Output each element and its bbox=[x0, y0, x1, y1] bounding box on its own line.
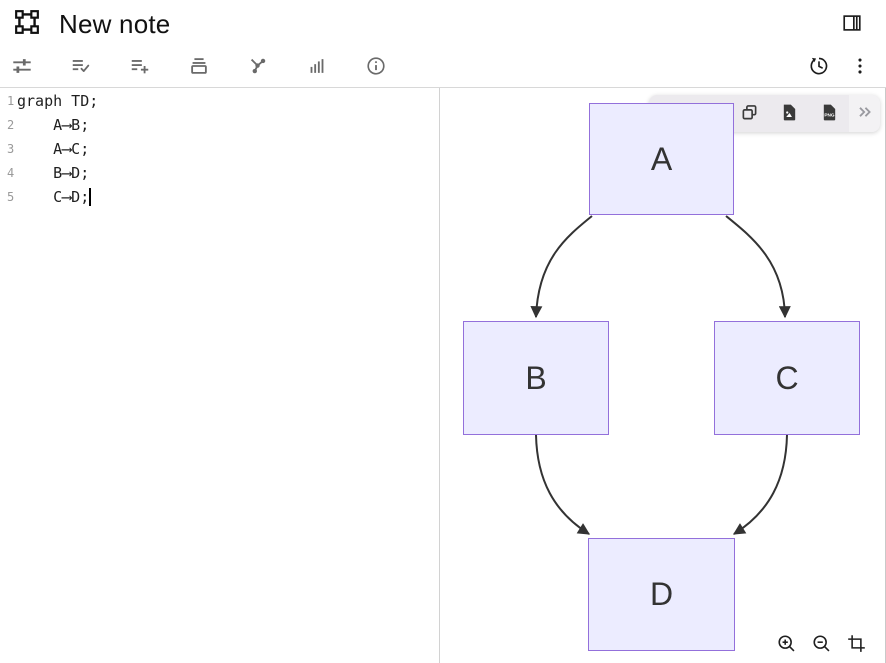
zoom-in-button[interactable] bbox=[774, 632, 799, 657]
edge-C-D bbox=[732, 434, 788, 535]
page-title: New note bbox=[59, 8, 171, 39]
bounding-box-icon bbox=[14, 9, 40, 40]
code-editor[interactable]: 1 graph TD; 2 A⟶B; 3 A⟶C; 4 B⟶D; 5 C⟶D; bbox=[0, 88, 440, 663]
image-file-icon bbox=[779, 102, 800, 126]
export-png-button[interactable]: PNG bbox=[809, 95, 849, 132]
line-code: A⟶C; bbox=[17, 140, 90, 158]
line-number: 2 bbox=[7, 118, 15, 132]
diagram-node-B[interactable]: B bbox=[463, 321, 609, 435]
editor-line[interactable]: 5 C⟶D; bbox=[0, 185, 439, 209]
history-icon bbox=[808, 55, 830, 80]
list-check-icon bbox=[70, 55, 92, 80]
text-cursor bbox=[89, 188, 91, 206]
edge-B-D bbox=[535, 434, 591, 535]
bar-chart-button[interactable] bbox=[297, 50, 337, 86]
line-number: 5 bbox=[7, 190, 15, 204]
diagram-preview[interactable]: PNG bbox=[440, 88, 886, 663]
diagram-node-A[interactable]: A bbox=[589, 103, 734, 215]
archive-icon bbox=[188, 55, 210, 80]
tune-icon bbox=[11, 55, 33, 80]
node-label: B bbox=[525, 359, 547, 396]
zoom-in-icon bbox=[776, 633, 797, 657]
app-logo[interactable] bbox=[13, 9, 41, 40]
more-menu-button[interactable] bbox=[840, 50, 880, 86]
line-code: B⟶D; bbox=[17, 164, 90, 182]
svg-text:PNG: PNG bbox=[824, 112, 835, 118]
list-add-icon bbox=[129, 55, 151, 80]
node-label: D bbox=[649, 576, 674, 612]
export-image-button[interactable] bbox=[769, 95, 809, 132]
editor-line[interactable]: 3 A⟶C; bbox=[0, 137, 439, 161]
crop-button[interactable] bbox=[844, 632, 869, 657]
diagram-node-C[interactable]: C bbox=[714, 321, 860, 435]
line-code: A⟶B; bbox=[17, 116, 90, 134]
editor-line[interactable]: 1 graph TD; bbox=[0, 89, 439, 113]
history-button[interactable] bbox=[799, 50, 839, 86]
main-toolbar bbox=[0, 48, 886, 88]
list-add-button[interactable] bbox=[120, 50, 160, 86]
edge-A-C bbox=[725, 215, 791, 319]
panel-toggle-button[interactable] bbox=[832, 6, 872, 42]
editor-line[interactable]: 2 A⟶B; bbox=[0, 113, 439, 137]
bar-chart-icon bbox=[306, 55, 328, 80]
crop-icon bbox=[846, 633, 867, 657]
node-label: A bbox=[650, 140, 673, 177]
png-file-icon: PNG bbox=[819, 102, 840, 126]
editor-line[interactable]: 4 B⟶D; bbox=[0, 161, 439, 185]
toolbar-expand-button[interactable] bbox=[849, 95, 880, 132]
zoom-out-icon bbox=[811, 633, 832, 657]
diagram-node-D[interactable]: D bbox=[588, 538, 735, 651]
main-area: 1 graph TD; 2 A⟶B; 3 A⟶C; 4 B⟶D; 5 C⟶D; bbox=[0, 88, 886, 663]
line-code: graph TD; bbox=[17, 92, 99, 110]
split-panel-icon bbox=[841, 12, 863, 37]
chevron-double-right-icon bbox=[855, 102, 875, 125]
list-check-button[interactable] bbox=[61, 50, 101, 86]
line-code: C⟶D; bbox=[17, 188, 90, 206]
line-number: 3 bbox=[7, 142, 15, 156]
line-number: 1 bbox=[7, 94, 15, 108]
zoom-out-button[interactable] bbox=[809, 632, 834, 657]
info-icon bbox=[365, 55, 387, 80]
info-button[interactable] bbox=[356, 50, 396, 86]
copy-button[interactable] bbox=[729, 95, 769, 132]
kebab-menu-icon bbox=[849, 55, 871, 80]
zoom-controls bbox=[774, 632, 869, 657]
diagram-edges bbox=[530, 215, 791, 535]
copy-icon bbox=[739, 102, 760, 126]
graph-button[interactable] bbox=[238, 50, 278, 86]
graph-icon bbox=[247, 55, 269, 80]
app-header: New note bbox=[0, 0, 886, 48]
line-number: 4 bbox=[7, 166, 15, 180]
archive-button[interactable] bbox=[179, 50, 219, 86]
tune-button[interactable] bbox=[2, 50, 42, 86]
node-label: C bbox=[775, 359, 799, 396]
edge-A-B bbox=[530, 215, 593, 319]
